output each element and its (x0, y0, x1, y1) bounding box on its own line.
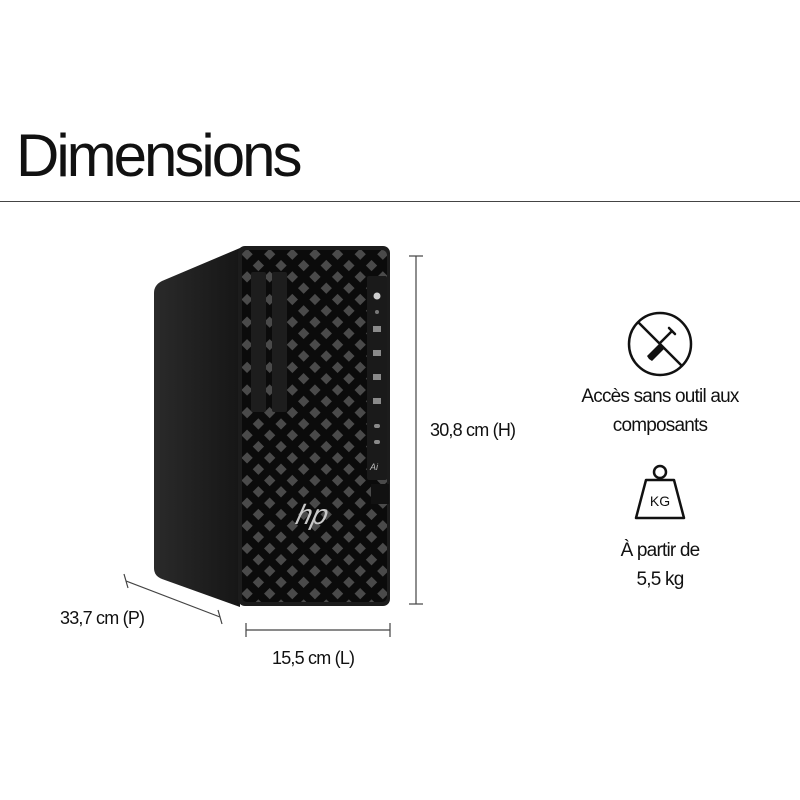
tower-side-panel (154, 248, 240, 607)
dimension-lines (123, 255, 423, 637)
usb-port (373, 350, 381, 356)
weight-icon-badge: KG (650, 493, 670, 509)
usb-port (373, 398, 381, 404)
weight-icon: KG (634, 464, 686, 520)
feature-toolless: Accès sans outil aux composants (550, 382, 770, 440)
feature-weight: À partir de 5,5 kg (550, 536, 770, 594)
card-reader-slot (371, 484, 389, 504)
width-label: 15,5 cm (L) (272, 648, 355, 668)
feature-weight-line1: À partir de (620, 540, 701, 561)
drive-bay (251, 272, 266, 412)
depth-label: 33,7 cm (P) (60, 608, 145, 628)
drive-bay (272, 272, 287, 412)
usb-port (373, 374, 381, 380)
feature-toolless-line1: Accès sans outil aux (581, 386, 739, 407)
audio-jack (375, 310, 379, 314)
feature-toolless-line2: composants (612, 415, 708, 436)
no-tool-icon (627, 311, 693, 377)
usb-c-port (374, 440, 380, 444)
usb-port (373, 326, 381, 332)
feature-weight-line2: 5,5 kg (636, 569, 685, 590)
page-title: Dimensions (16, 122, 302, 189)
usb-c-port (374, 424, 380, 428)
title-divider (0, 201, 800, 202)
power-button (373, 292, 381, 300)
height-label: 30,8 cm (H) (430, 420, 516, 440)
desktop-tower: Ai hp (154, 246, 390, 607)
ai-badge: Ai (369, 462, 379, 472)
depth-dimension-line (125, 580, 221, 618)
